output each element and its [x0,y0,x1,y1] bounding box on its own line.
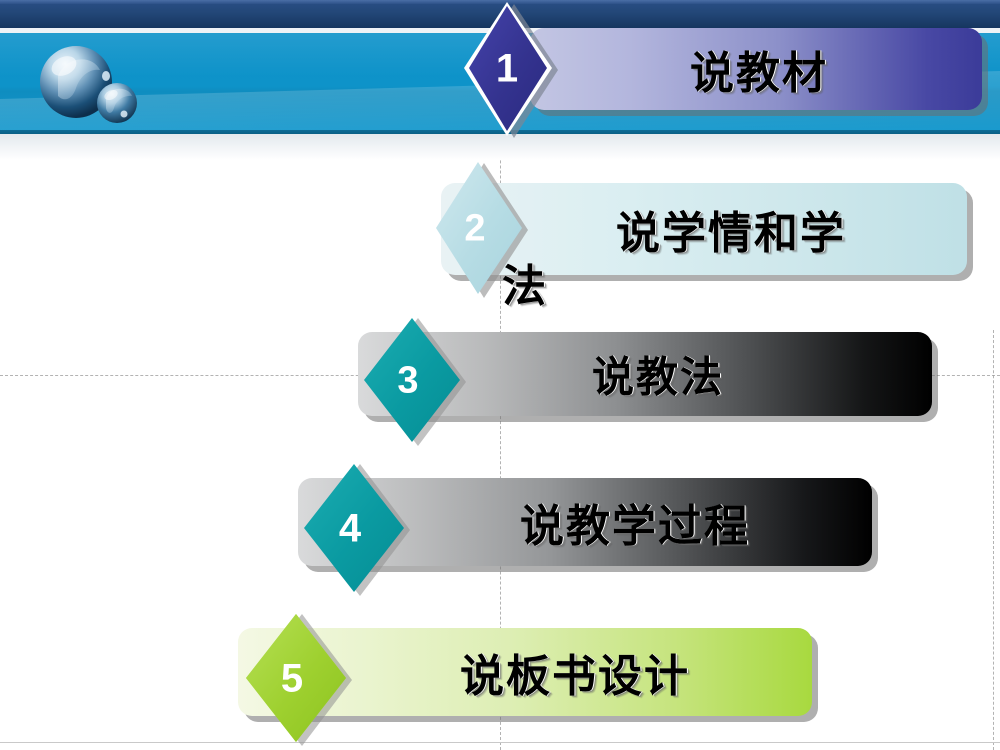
agenda-label-2-overflow: 法 [502,261,546,312]
agenda-bar-1[interactable]: 说教材 [530,28,982,110]
diamond-shape-3-icon [364,318,466,446]
guide-line-bottom [0,742,1000,743]
diamond-shape-2-icon [436,162,528,298]
agenda-label-2: 说学情和学 [616,208,846,259]
diamond-shape-4-icon [304,464,410,596]
sphere-logo-icon [36,38,166,130]
diamond-shape-1-icon [464,2,558,138]
agenda-diamond-3[interactable]: 3 [356,316,468,448]
agenda-diamond-2[interactable]: 2 [432,160,532,300]
bar-fill-1 [530,28,982,110]
agenda-diamond-1[interactable]: 1 [462,0,562,140]
agenda-label-1: 说教材 [690,48,828,99]
agenda-bar-4[interactable]: 说教学过程 [298,478,872,566]
slide-header: 说教材 1 [0,0,1000,160]
diamond-shape-5-icon [246,614,352,746]
agenda-diamond-5[interactable]: 5 [238,612,354,748]
bar-fill-2 [441,183,967,275]
agenda-bar-2[interactable]: 说学情和学 [441,183,967,275]
agenda-label-4: 说教学过程 [520,501,750,552]
agenda-label-3: 说教法 [592,352,725,402]
agenda-diamond-4[interactable]: 4 [296,462,412,598]
agenda-label-5: 说板书设计 [460,651,690,702]
header-fade [0,134,1000,160]
header-navy-highlight [0,0,1000,4]
header-underline [0,130,1000,134]
guide-line-vertical-right [993,330,994,750]
